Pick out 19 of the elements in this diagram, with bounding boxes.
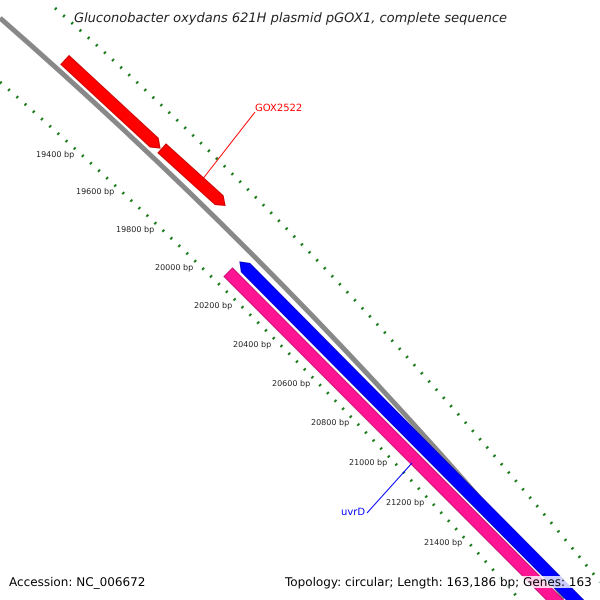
position-label: 20600 bp [272, 380, 310, 388]
footer-text: Accession: NC_006672 [9, 576, 146, 588]
position-label: 19400 bp [36, 151, 74, 159]
position-label: 21200 bp [386, 499, 424, 507]
position-label: 19600 bp [76, 188, 114, 196]
position-label: 20400 bp [233, 341, 272, 349]
position-label: 20200 bp [194, 302, 232, 310]
position-label: 20000 bp [155, 264, 194, 272]
gene-label: GOX2522 [255, 104, 302, 114]
footer-text: Topology: circular; Length: 163,186 bp; Genes: 163 [285, 576, 592, 588]
position-label: 20800 bp [311, 419, 350, 427]
gene-label: uvrD [341, 508, 366, 518]
position-label: 21000 bp [349, 459, 388, 467]
gene-arrow [156, 142, 226, 206]
position-label: 21400 bp [424, 539, 462, 547]
leader-line [203, 112, 256, 178]
leader-line [366, 462, 412, 514]
position-label: 19800 bp [116, 226, 154, 234]
chart-title: Gluconobacter oxydans 621H plasmid pGOX1, complete sequence [74, 12, 507, 25]
